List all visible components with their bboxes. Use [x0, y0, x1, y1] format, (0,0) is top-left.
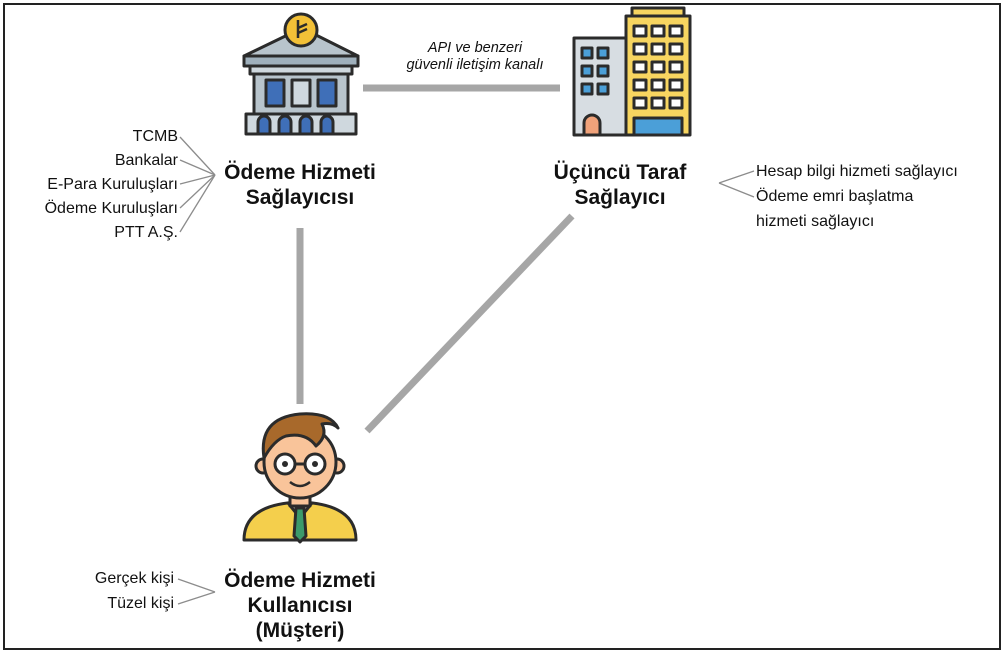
provider-example-1: TCMB	[132, 128, 178, 145]
provider-example-2: Bankalar	[114, 152, 178, 169]
user-examples: Gerçek kişi Tüzel kişi	[40, 566, 174, 616]
thirdparty-example-2: Ödeme emri başlatma	[756, 188, 914, 205]
bracket-provider-examples	[179, 136, 216, 233]
thirdparty-title-line1: Üçüncü Taraf	[553, 161, 687, 184]
connector-thirdparty-user	[364, 213, 575, 434]
provider-example-3: E-Para Kuruluşları	[47, 176, 178, 193]
provider-examples: TCMB Bankalar E-Para Kuruluşları Ödeme K…	[0, 124, 178, 245]
user-title: Ödeme Hizmeti Kullanıcısı (Müşteri)	[205, 568, 395, 643]
thirdparty-title-line2: Sağlayıcı	[574, 186, 666, 209]
bracket-thirdparty-examples	[718, 170, 755, 198]
connection-label-line1: API ve benzeri	[427, 40, 523, 56]
provider-title-line2: Sağlayıcısı	[245, 186, 355, 209]
diagram-frame	[3, 3, 1001, 650]
user-example-1: Gerçek kişi	[94, 570, 174, 587]
thirdparty-title: Üçüncü Taraf Sağlayıcı	[540, 160, 700, 210]
user-title-line2: Kullanıcısı	[247, 594, 353, 617]
provider-title: Ödeme Hizmeti Sağlayıcısı	[215, 160, 385, 210]
user-title-line3: (Müşteri)	[255, 619, 345, 642]
thirdparty-example-1: Hesap bilgi hizmeti sağlayıcı	[756, 163, 958, 180]
provider-example-4: Ödeme Kuruluşları	[44, 200, 178, 217]
user-example-2: Tüzel kişi	[107, 595, 174, 612]
provider-example-5: PTT A.Ş.	[114, 224, 178, 241]
thirdparty-examples: Hesap bilgi hizmeti sağlayıcı Ödeme emri…	[756, 159, 1006, 234]
connection-label: API ve benzeri güvenli iletişim kanalı	[375, 40, 575, 74]
office-building-icon	[572, 6, 692, 137]
user-title-line1: Ödeme Hizmeti	[224, 569, 376, 592]
person-icon	[242, 412, 358, 544]
bracket-user-examples	[177, 578, 216, 605]
provider-title-line1: Ödeme Hizmeti	[224, 161, 376, 184]
connectors	[296, 84, 575, 434]
bank-building-icon	[242, 12, 360, 136]
connection-label-line2: güvenli iletişim kanalı	[406, 57, 544, 73]
thirdparty-example-3: hizmeti sağlayıcı	[756, 213, 875, 230]
